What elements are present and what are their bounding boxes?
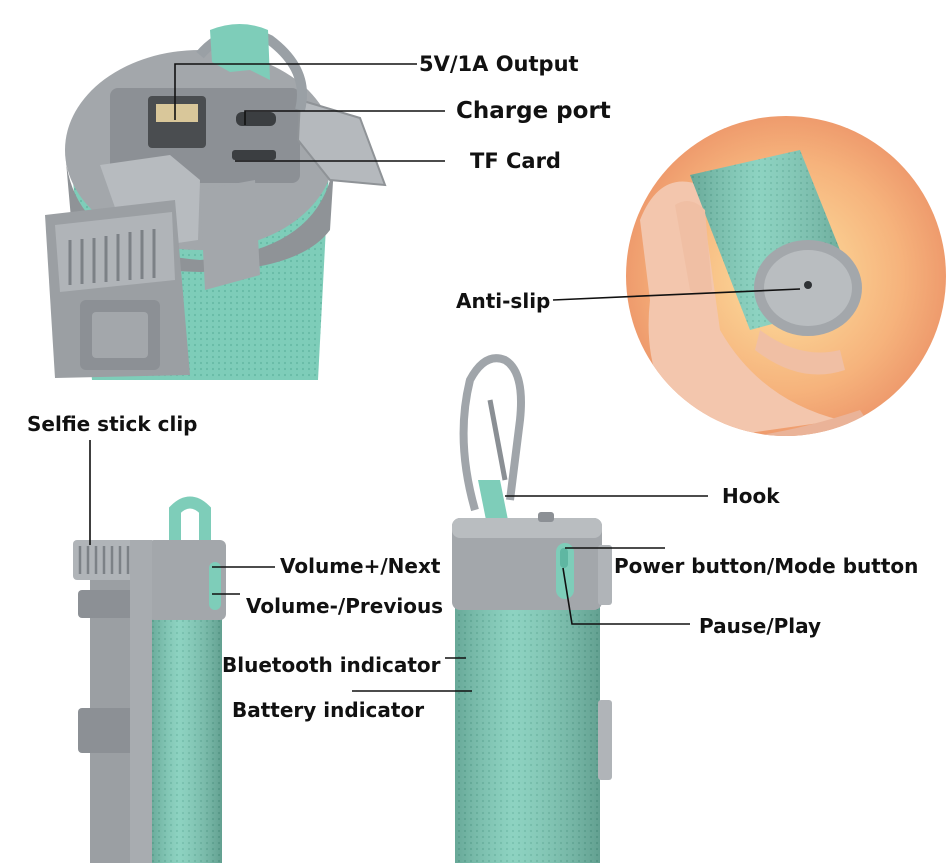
label-tf-card: TF Card	[470, 149, 561, 173]
label-battery-indicator: Battery indicator	[232, 698, 425, 722]
top-view-speaker	[45, 24, 387, 380]
label-output: 5V/1A Output	[419, 52, 579, 76]
anti-slip-photo	[626, 116, 946, 436]
label-volume-plus: Volume+/Next	[280, 554, 441, 578]
front-view-speaker	[452, 354, 612, 863]
label-volume-minus: Volume-/Previous	[246, 594, 444, 618]
label-selfie-stick-clip: Selfie stick clip	[27, 412, 198, 436]
label-pause-play: Pause/Play	[699, 614, 822, 638]
label-charge-port: Charge port	[456, 98, 611, 124]
leader-lines	[89, 63, 801, 692]
label-anti-slip: Anti-slip	[456, 289, 551, 313]
label-bluetooth-indicator: Bluetooth indicator	[222, 653, 441, 677]
label-hook: Hook	[722, 484, 780, 508]
label-power-button: Power button/Mode button	[614, 554, 919, 578]
side-view-speaker	[73, 496, 226, 863]
